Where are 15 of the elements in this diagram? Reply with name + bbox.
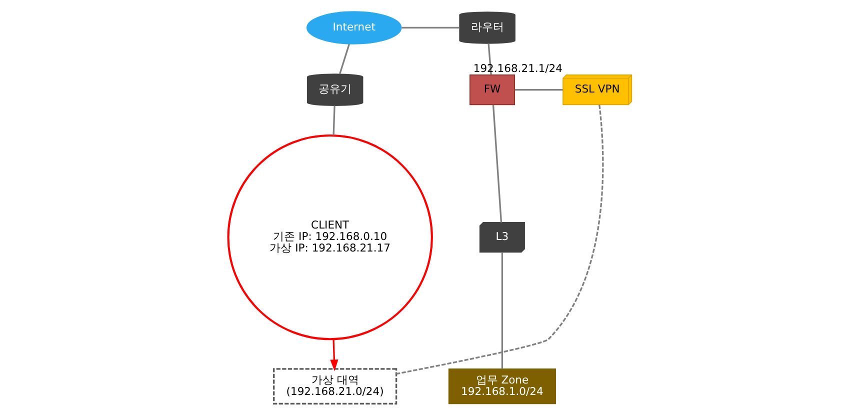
connector <box>396 104 604 375</box>
node-ellipse: Internet <box>306 11 402 44</box>
node-box: 가상 대역 (192.168.21.0/24) <box>273 368 398 404</box>
connector <box>339 44 350 74</box>
node-box: FW <box>470 74 516 106</box>
connector <box>514 89 563 91</box>
connector <box>488 43 492 75</box>
node-box: 업무 Zone 192.168.1.0/24 <box>448 368 556 404</box>
connector <box>501 252 504 369</box>
node-circle: CLIENT 기존 IP: 192.168.0.10 가상 IP: 192.168.21.17 <box>227 134 433 340</box>
arrow <box>330 339 338 372</box>
connector <box>492 104 502 222</box>
node-label: 192.168.21.1/24 <box>473 62 562 75</box>
connector <box>332 106 336 136</box>
connector <box>402 26 460 29</box>
